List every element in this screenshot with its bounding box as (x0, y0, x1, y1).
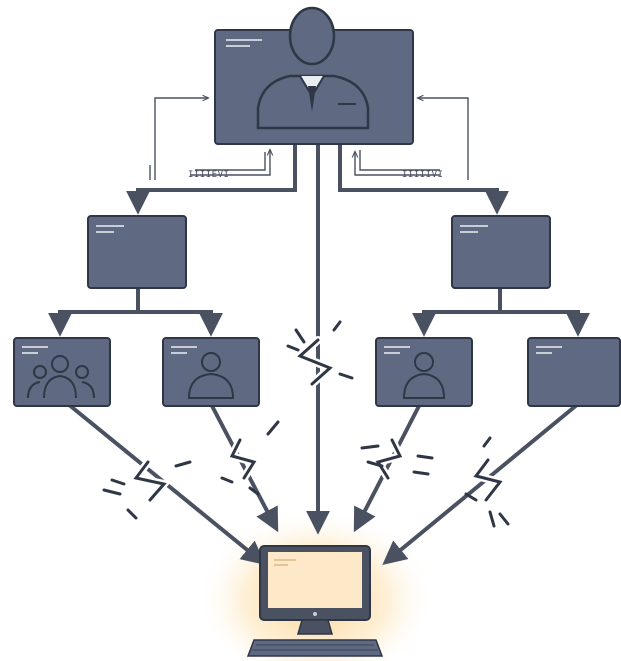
right-link-label: IIIIIVI (402, 170, 443, 180)
node-leaf-2 (162, 337, 260, 407)
user-icon (402, 352, 446, 399)
keyboard (246, 639, 384, 657)
feedback-arrows (149, 98, 469, 180)
group-icon (27, 355, 95, 399)
left-link-label: IIIIEVI (188, 170, 229, 180)
node-leaf-4 (527, 337, 621, 407)
hierarchy-connectors (48, 145, 590, 566)
node-mid-left (87, 215, 187, 289)
user-icon (187, 352, 235, 399)
node-top (214, 6, 414, 145)
computer-icon (246, 545, 384, 657)
executive-icon (256, 6, 370, 130)
broken-link-marks (102, 320, 510, 528)
node-mid-right (451, 215, 551, 289)
node-leaf-1 (13, 337, 111, 407)
node-leaf-3 (375, 337, 473, 407)
